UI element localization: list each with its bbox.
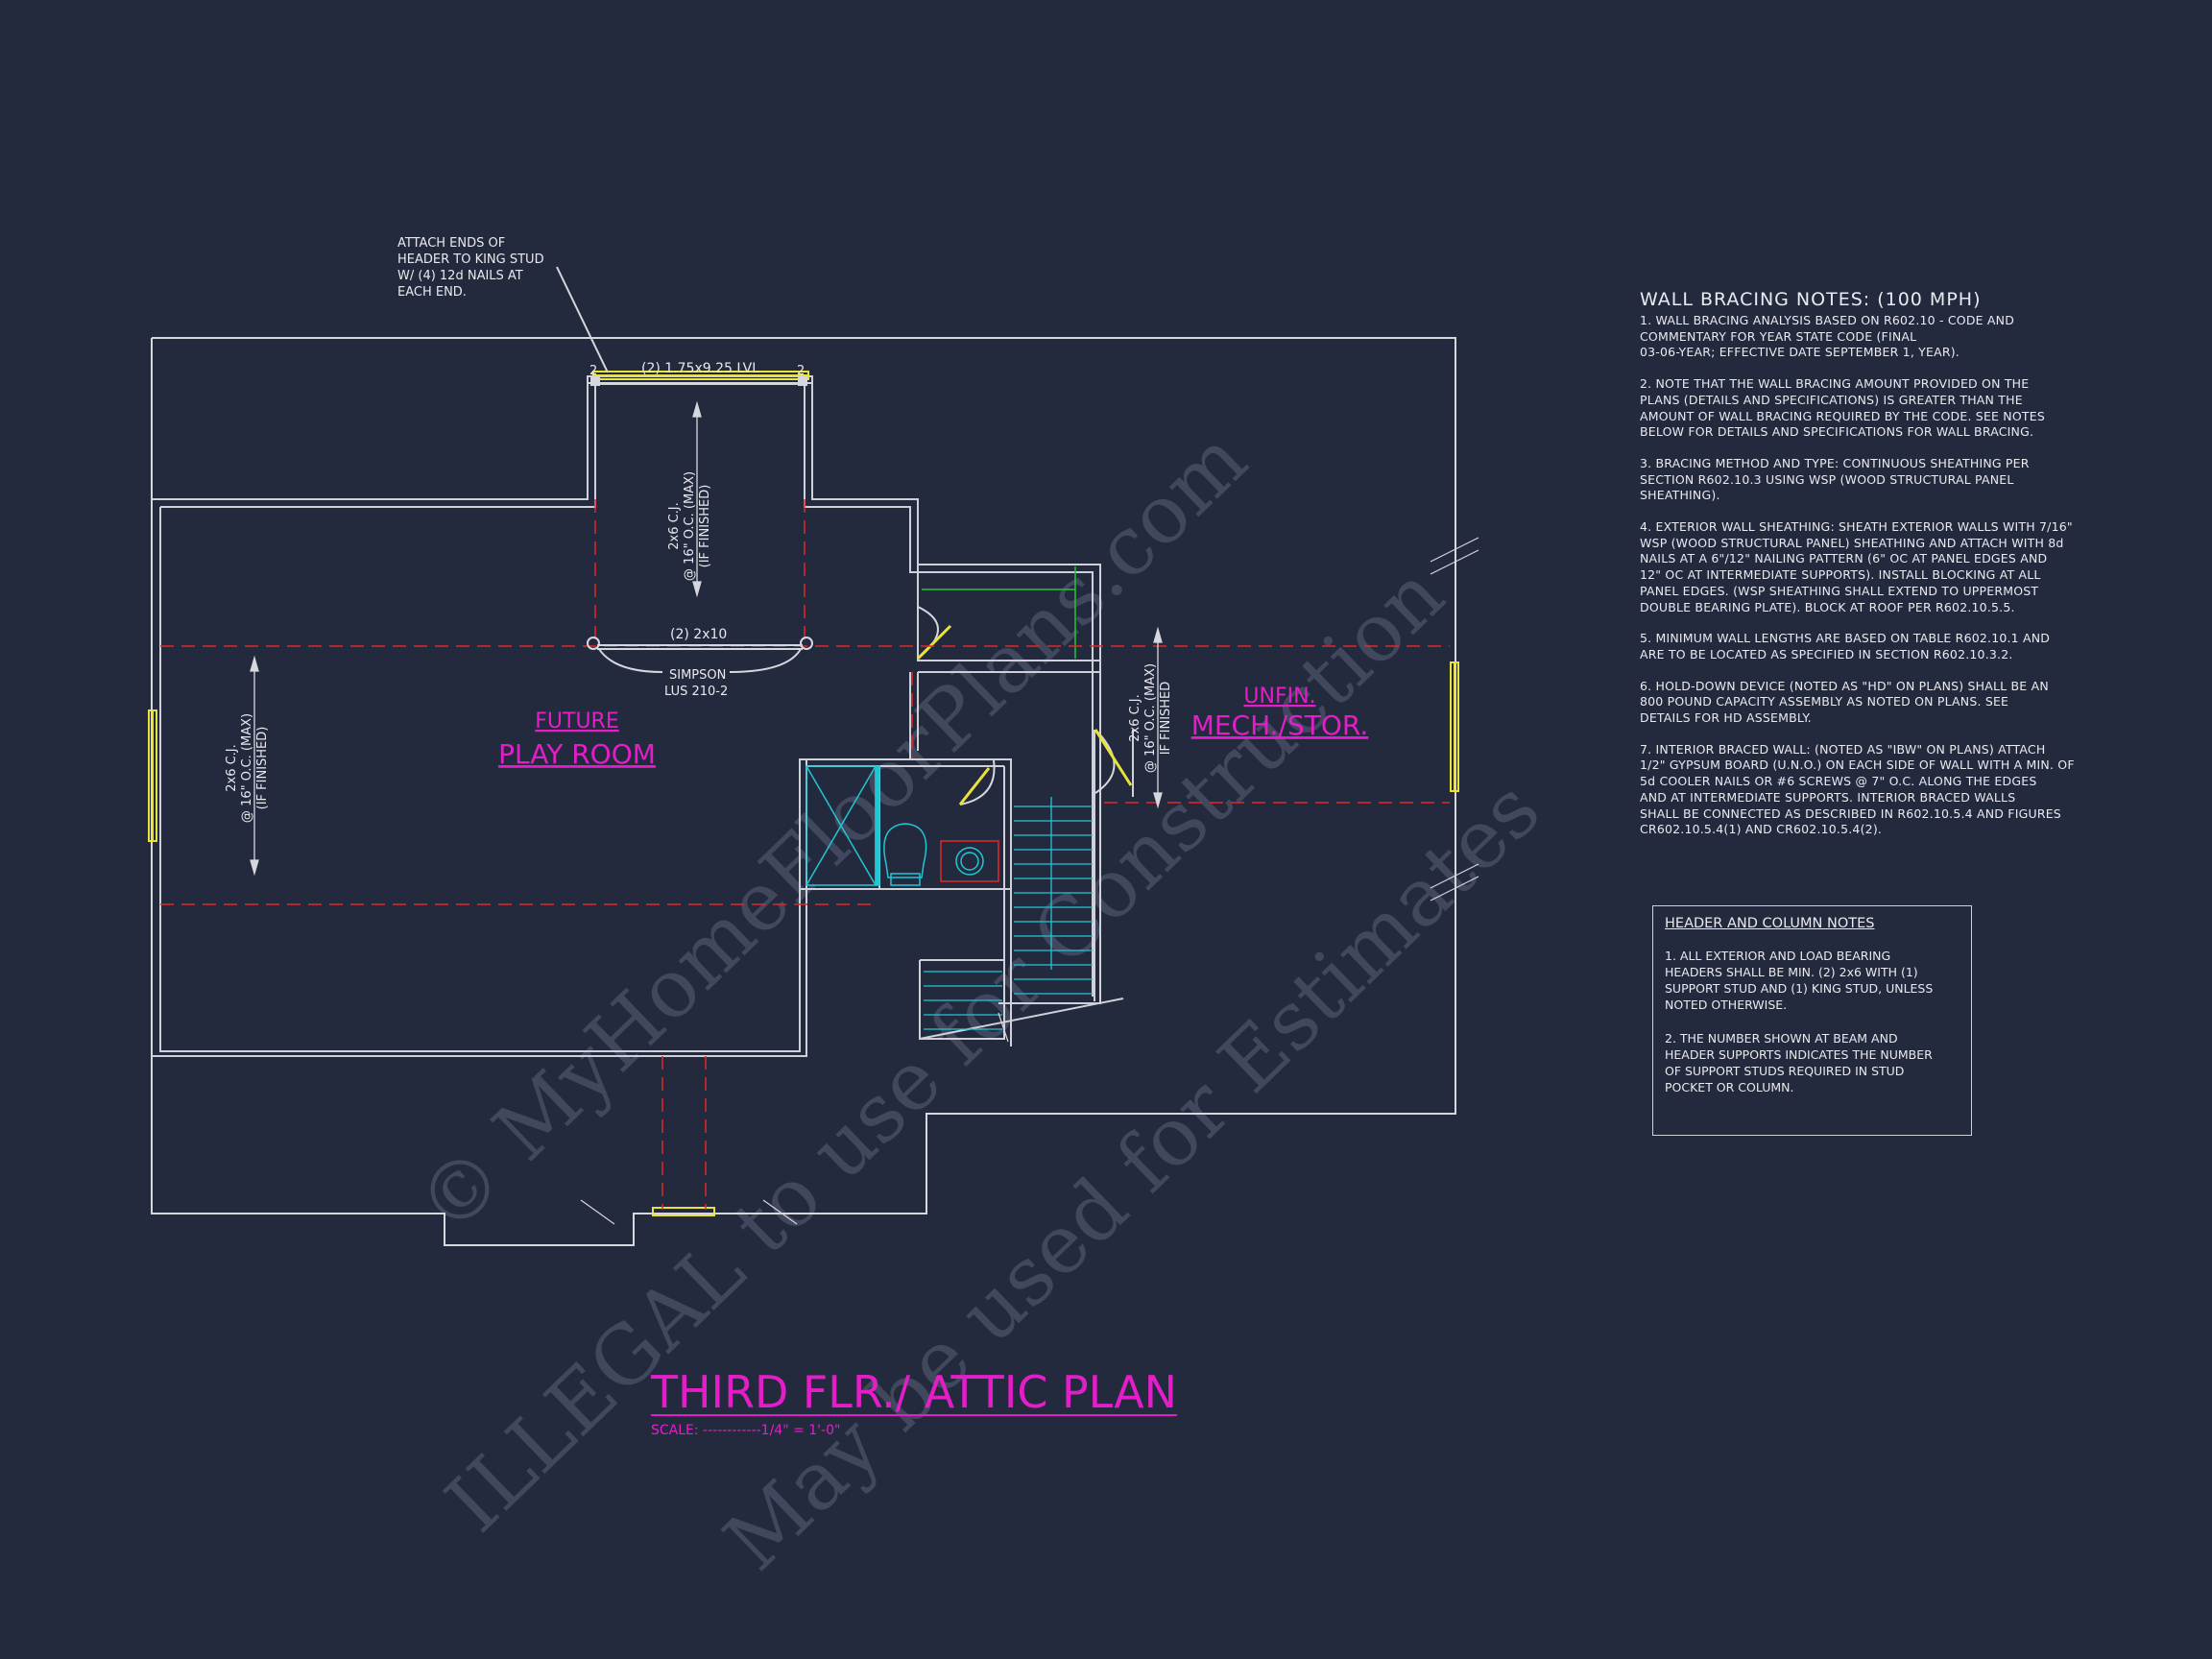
note-line: DOUBLE BEARING PLATE). BLOCK AT ROOF PER…: [1640, 599, 2015, 614]
joist-left-3: (IF FINISHED): [255, 727, 270, 810]
bracing-note-6: 6. HOLD-DOWN DEVICE (NOTED AS "HD" ON PL…: [1640, 679, 2081, 727]
note-line: 2. NOTE THAT THE WALL BRACING AMOUNT PRO…: [1640, 376, 2030, 392]
headers: [556, 266, 813, 673]
wall-bracing-heading: WALL BRACING NOTES: (100 MPH): [1640, 289, 1982, 310]
toilet-icon: [883, 823, 927, 878]
note-line: PANEL EDGES. (WSP SHEATHING SHALL EXTEND…: [1640, 583, 2039, 598]
note-line: DETAILS FOR HD ASSEMBLY.: [1640, 710, 1812, 726]
bracing-note-2: 2. NOTE THAT THE WALL BRACING AMOUNT PRO…: [1640, 376, 2081, 441]
note-line: WSP (WOOD STRUCTURAL PANEL) SHEATHING AN…: [1640, 535, 2064, 550]
note-line: 3. BRACING METHOD AND TYPE: CONTINUOUS S…: [1640, 455, 2030, 470]
attach-header-note-3: W/ (4) 12d NAILS AT: [397, 269, 523, 283]
note-line: BELOW FOR DETAILS AND SPECIFICATIONS FOR…: [1640, 424, 2034, 440]
attach-header-note-2: HEADER TO KING STUD: [397, 252, 544, 267]
note-line: SUPPORT STUD AND (1) KING STUD, UNLESS: [1665, 981, 1934, 996]
joist-right-3: IF FINISHED: [1159, 682, 1173, 756]
note-line: 4. EXTERIOR WALL SHEATHING: SHEATH EXTER…: [1640, 519, 2073, 535]
header-2x10-label: (2) 2x10: [670, 627, 727, 642]
note-line: POCKET OR COLUMN.: [1665, 1080, 1794, 1094]
note-line: CR602.10.5.4(1) AND CR602.10.5.4(2).: [1640, 822, 1883, 837]
note-line: 5. MINIMUM WALL LENGTHS ARE BASED ON TAB…: [1640, 631, 2051, 646]
attach-header-note-1: ATTACH ENDS OF: [397, 236, 505, 251]
bracing-note-7: 7. INTERIOR BRACED WALL: (NOTED AS "IBW"…: [1640, 742, 2081, 838]
vanity: [940, 840, 999, 882]
wall-bracing-notes: WALL BRACING NOTES: (100 MPH) 1. WALL BR…: [1640, 288, 2081, 854]
closet-shelf: [922, 566, 1076, 659]
joist-left-1: 2x6 C.J.: [225, 744, 239, 792]
note-line: 800 POUND CAPACITY ASSEMBLY AS NOTED ON …: [1640, 694, 2009, 709]
room-playroom-line1: FUTURE: [535, 709, 618, 733]
joist-left-2: @ 16" O.C. (MAX): [240, 713, 254, 823]
header-note-1: 1. ALL EXTERIOR AND LOAD BEARING HEADERS…: [1665, 948, 1960, 1013]
note-line: 6. HOLD-DOWN DEVICE (NOTED AS "HD" ON PL…: [1640, 678, 2049, 693]
lvl-right-stud-count: 2: [797, 364, 805, 378]
room-playroom-line2: PLAY ROOM: [498, 738, 656, 770]
note-line: HEADERS SHALL BE MIN. (2) 2x6 WITH (1): [1665, 965, 1918, 979]
beam-lines: [160, 499, 1450, 1210]
doors: [916, 606, 1133, 805]
header-column-notes: HEADER AND COLUMN NOTES 1. ALL EXTERIOR …: [1652, 905, 1972, 1136]
attach-header-note-4: EACH END.: [397, 285, 467, 300]
header-notes-heading: HEADER AND COLUMN NOTES: [1665, 916, 1875, 931]
note-line: 2. THE NUMBER SHOWN AT BEAM AND: [1665, 1031, 1898, 1046]
note-line: 1/2" GYPSUM BOARD (U.N.O.) ON EACH SIDE …: [1640, 757, 2075, 773]
joist-right-2: @ 16" O.C. (MAX): [1143, 663, 1158, 773]
break-lines: [580, 537, 1479, 1225]
note-line: 5d COOLER NAILS OR #6 SCREWS @ 7" O.C. A…: [1640, 774, 2037, 789]
header-note-2: 2. THE NUMBER SHOWN AT BEAM AND HEADER S…: [1665, 1030, 1960, 1095]
note-line: AND AT INTERMEDIATE SUPPORTS. INTERIOR B…: [1640, 789, 2016, 805]
note-line: HEADER SUPPORTS INDICATES THE NUMBER: [1665, 1047, 1933, 1062]
bracing-note-1: 1. WALL BRACING ANALYSIS BASED ON R602.1…: [1640, 313, 2081, 361]
room-mech-line2: MECH./STOR.: [1191, 709, 1369, 741]
note-line: 7. INTERIOR BRACED WALL: (NOTED AS "IBW"…: [1640, 741, 2046, 757]
note-line: COMMENTARY FOR YEAR STATE CODE (FINAL: [1640, 328, 1917, 344]
windows: [148, 371, 1459, 1216]
drawing-title: THIRD FLR./ ATTIC PLAN: [650, 1366, 1177, 1418]
sink-icon: [955, 847, 984, 876]
note-line: NAILS AT A 6"/12" NAILING PATTERN (6" OC…: [1640, 551, 2048, 566]
lvl-beam-label: (2) 1.75x9.25 LVL: [641, 361, 759, 376]
note-line: 1. ALL EXTERIOR AND LOAD BEARING: [1665, 949, 1891, 963]
room-mech-line1: UNFIN.: [1243, 685, 1315, 709]
note-line: SHEATHING).: [1640, 488, 1720, 503]
joist-upper-1: 2x6 C.J.: [667, 502, 682, 550]
joist-arrows: [250, 400, 1163, 877]
note-line: AMOUNT OF WALL BRACING REQUIRED BY THE C…: [1640, 408, 2045, 423]
simpson-label-1: SIMPSON: [669, 668, 726, 683]
note-line: PLANS (DETAILS AND SPECIFICATIONS) IS GR…: [1640, 392, 2023, 407]
bracing-note-5: 5. MINIMUM WALL LENGTHS ARE BASED ON TAB…: [1640, 631, 2081, 662]
attic-walls: [152, 375, 1134, 1057]
stairs: [924, 797, 1093, 1030]
bracing-note-4: 4. EXTERIOR WALL SHEATHING: SHEATH EXTER…: [1640, 519, 2081, 615]
drawing-scale: SCALE: ------------1/4" = 1'-0": [651, 1423, 840, 1438]
note-line: 03-06-YEAR; EFFECTIVE DATE SEPTEMBER 1, …: [1640, 345, 1960, 360]
exterior-outline: [151, 337, 1456, 1246]
joist-right-1: 2x6 C.J.: [1128, 694, 1142, 742]
note-line: 12" OC AT INTERMEDIATE SUPPORTS). INSTAL…: [1640, 567, 2041, 583]
bath-fixtures: [805, 765, 999, 886]
note-line: NOTED OTHERWISE.: [1665, 998, 1788, 1012]
simpson-label-2: LUS 210-2: [664, 685, 728, 699]
lvl-left-stud-count: 2: [589, 364, 597, 378]
note-line: SECTION R602.10.3 USING WSP (WOOD STRUCT…: [1640, 471, 2014, 487]
joist-upper-3: (IF FINISHED): [698, 485, 712, 568]
note-line: OF SUPPORT STUDS REQUIRED IN STUD: [1665, 1064, 1905, 1078]
note-line: SHALL BE CONNECTED AS DESCRIBED IN R602.…: [1640, 805, 2061, 821]
bracing-note-3: 3. BRACING METHOD AND TYPE: CONTINUOUS S…: [1640, 456, 2081, 504]
joist-upper-2: @ 16" O.C. (MAX): [683, 471, 697, 581]
note-line: 1. WALL BRACING ANALYSIS BASED ON R602.1…: [1640, 313, 2015, 327]
note-line: ARE TO BE LOCATED AS SPECIFIED IN SECTIO…: [1640, 646, 2013, 661]
